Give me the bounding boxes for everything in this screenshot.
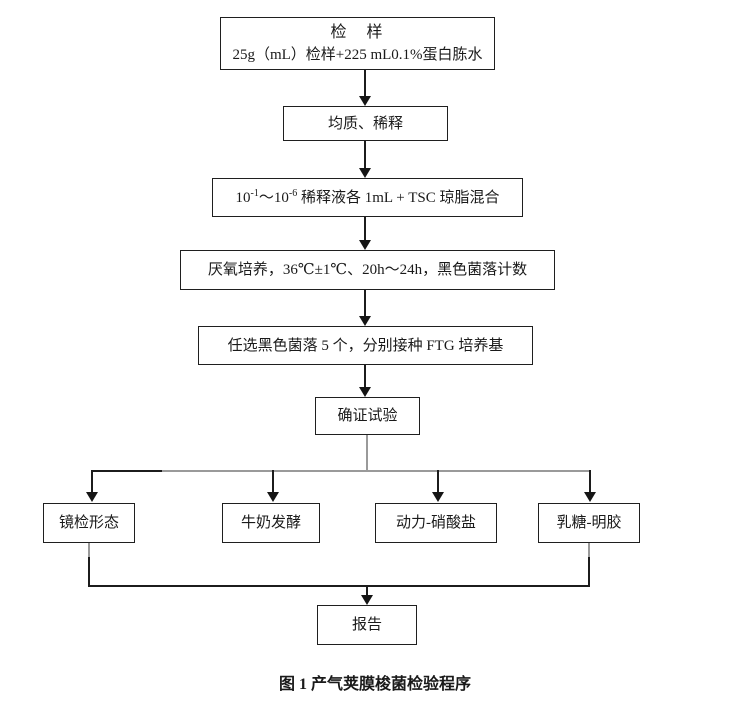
motility-nitrate-label: 动力-硝酸盐 — [396, 515, 476, 531]
box-confirm-test: 确证试验 — [315, 397, 420, 435]
box-anaerobic-culture: 厌氧培养，36℃±1℃、20h～24h，黑色菌落计数 — [180, 250, 555, 290]
arrow-anaerobic-to-select-head — [359, 316, 371, 326]
arrow-select-to-confirm-shaft — [364, 365, 366, 388]
lactose-gelatin-label: 乳糖-明胶 — [556, 515, 622, 531]
milk-fermentation-label: 牛奶发酵 — [240, 515, 301, 531]
box-homogenize: 均质、稀释 — [283, 106, 448, 141]
arrow-sample-to-homogenize-head — [359, 96, 371, 106]
connector-collector-line — [88, 585, 590, 587]
dilution-tilde: ～ — [258, 189, 274, 206]
dilution-base-1: 10 — [235, 189, 251, 206]
box-sample: 检 样 25g（mL）检样+225 mL0.1%蛋白胨水 — [220, 17, 495, 70]
connector-collector-right — [588, 557, 590, 587]
box-lactose-gelatin: 乳糖-明胶 — [538, 503, 640, 543]
box-motility-nitrate: 动力-硝酸盐 — [375, 503, 497, 543]
arrow-branch-1-shaft — [91, 470, 93, 493]
report-label: 报告 — [351, 617, 382, 633]
homogenize-label: 均质、稀释 — [327, 115, 403, 132]
arrow-to-report-shaft — [366, 585, 368, 597]
box-milk-fermentation: 牛奶发酵 — [222, 503, 320, 543]
arrow-anaerobic-to-select-shaft — [364, 290, 366, 317]
dilution-exp-1: -1 — [250, 187, 259, 199]
arrow-dilution-to-anaerobic-shaft — [364, 217, 366, 241]
arrow-branch-2-shaft — [272, 470, 274, 493]
connector-collector-left-cap — [88, 543, 90, 557]
dilution-rest: 稀释液各 1mL + TSC 琼脂混合 — [297, 189, 500, 206]
box-select-colonies: 任选黑色菌落 5 个，分别接种 FTG 培养基 — [198, 326, 533, 365]
dilution-label: 10-1～10-6 稀释液各 1mL + TSC 琼脂混合 — [236, 187, 500, 209]
arrow-homogenize-to-dilution-shaft — [364, 141, 366, 169]
arrow-to-report-head — [361, 595, 373, 605]
arrow-branch-4-shaft — [589, 470, 591, 493]
arrow-sample-to-homogenize-shaft — [364, 70, 366, 97]
anaerobic-label: 厌氧培养，36℃±1℃、20h～24h，黑色菌落计数 — [207, 262, 528, 278]
connector-distributor-line — [92, 470, 590, 472]
box-dilution: 10-1～10-6 稀释液各 1mL + TSC 琼脂混合 — [212, 178, 523, 217]
arrow-branch-4-head — [584, 492, 596, 502]
connector-collector-left — [88, 557, 90, 587]
sample-detail: 25g（mL）检样+225 mL0.1%蛋白胨水 — [232, 46, 483, 63]
arrow-branch-1-head — [86, 492, 98, 502]
arrow-branch-2-head — [267, 492, 279, 502]
box-microscopy: 镜检形态 — [43, 503, 135, 543]
microscopy-label: 镜检形态 — [58, 515, 119, 531]
arrow-select-to-confirm-head — [359, 387, 371, 397]
arrow-branch-3-shaft — [437, 470, 439, 493]
confirm-label: 确证试验 — [337, 408, 398, 424]
dilution-base-2: 10 — [273, 189, 289, 206]
select-colonies-label: 任选黑色菌落 5 个，分别接种 FTG 培养基 — [227, 337, 504, 354]
dilution-exp-2: -6 — [288, 187, 298, 199]
figure-caption: 图 1 产气荚膜梭菌检验程序 — [278, 676, 471, 693]
arrow-branch-3-head — [432, 492, 444, 502]
arrow-dilution-to-anaerobic-head — [359, 240, 371, 250]
arrow-homogenize-to-dilution-head — [359, 168, 371, 178]
sample-title: 检 样 — [330, 23, 385, 41]
connector-collector-right-cap — [588, 543, 590, 557]
connector-confirm-stem — [366, 435, 368, 471]
connector-distributor-line-left-segment — [92, 470, 162, 472]
box-report: 报告 — [317, 605, 417, 645]
